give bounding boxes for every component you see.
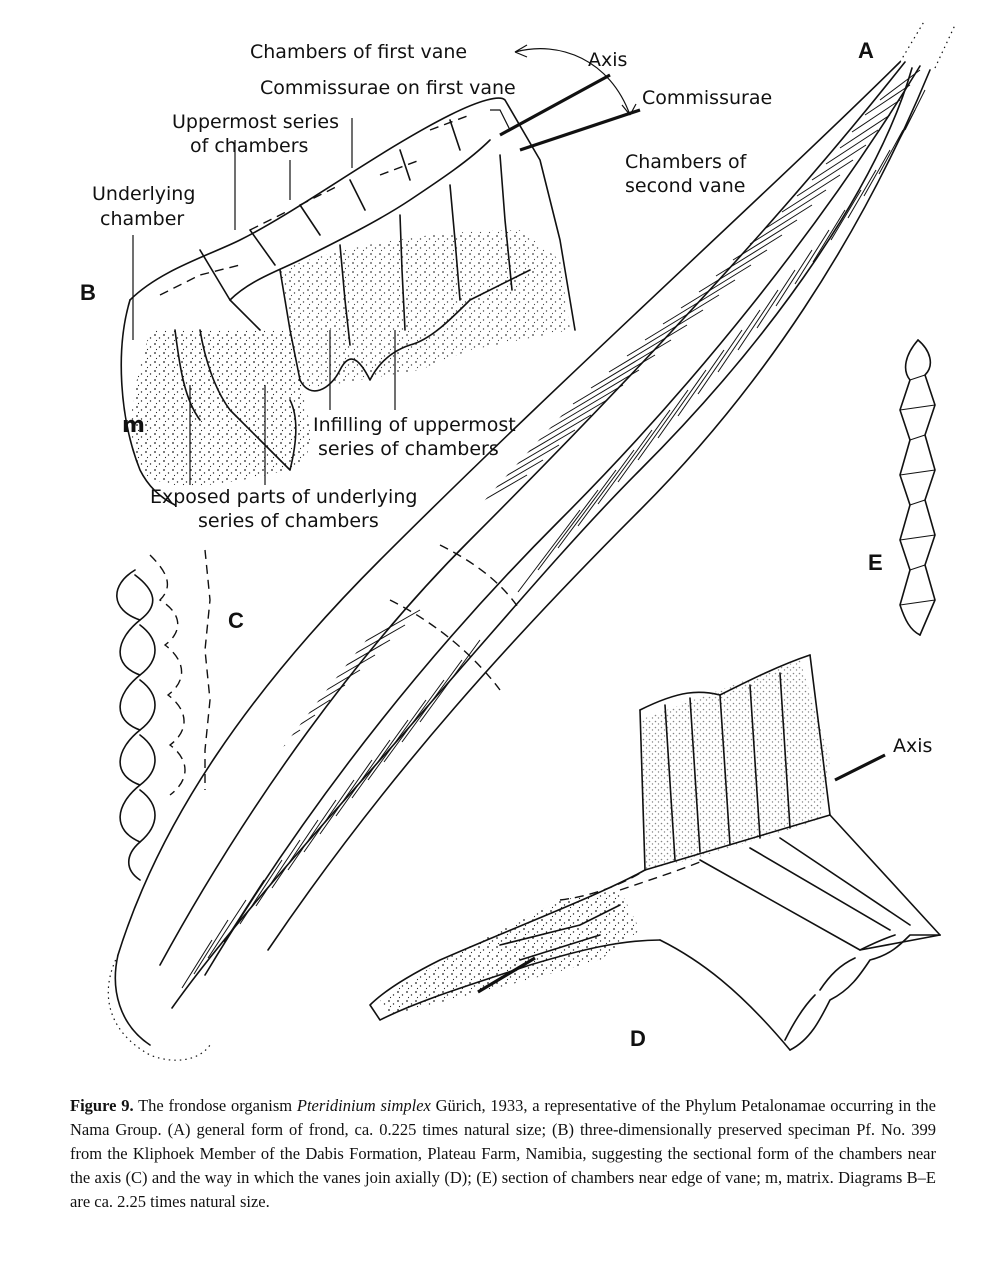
label-commissurae-first-vane: Commissurae on first vane	[260, 77, 516, 99]
caption-text-2: Gürich, 1933, a representative of the Ph…	[70, 1096, 936, 1211]
section-diagram-c: C	[116, 549, 244, 881]
junction-diagram-d: Axis D	[369, 654, 941, 1051]
label-chambers-second-vane-1: Chambers of	[625, 151, 748, 173]
label-exposed-1: Exposed parts of underlying	[150, 486, 417, 508]
label-infilling-2: series of chambers	[318, 438, 499, 460]
panel-label-e: E	[868, 550, 883, 575]
caption-text-1: The frondose organism	[133, 1096, 297, 1115]
section-diagram-e: E	[868, 339, 936, 636]
specimen-diagram-b: Chambers of first vane Axis Commissurae …	[80, 41, 772, 532]
frond-diagram-a: A	[107, 19, 956, 1061]
label-axis-top: Axis	[588, 49, 627, 71]
label-chambers-first-vane: Chambers of first vane	[250, 41, 467, 63]
label-chambers-second-vane-2: second vane	[625, 175, 745, 197]
panel-label-a: A	[858, 38, 874, 63]
label-commissurae: Commissurae	[642, 87, 772, 109]
caption-figure-label: Figure 9.	[70, 1096, 134, 1115]
label-axis-d: Axis	[893, 735, 932, 757]
label-uppermost-series-2: of chambers	[190, 135, 308, 157]
caption-species: Pteridinium simplex	[296, 1096, 431, 1115]
label-uppermost-series-1: Uppermost series	[172, 111, 339, 133]
label-underlying-chamber-1: Underlying	[92, 183, 195, 205]
panel-label-b: B	[80, 280, 96, 305]
panel-label-c: C	[228, 608, 244, 633]
label-exposed-2: series of chambers	[198, 510, 379, 532]
figure-caption: Figure 9. The frondose organism Pteridin…	[70, 1094, 936, 1214]
panel-label-d: D	[630, 1026, 646, 1051]
label-underlying-chamber-2: chamber	[100, 208, 184, 230]
pteridinium-figure: A Chambers of first vane Axis Commissura…	[80, 19, 956, 1061]
label-matrix: m	[122, 413, 145, 438]
label-infilling-1: Infilling of uppermost	[313, 414, 516, 436]
